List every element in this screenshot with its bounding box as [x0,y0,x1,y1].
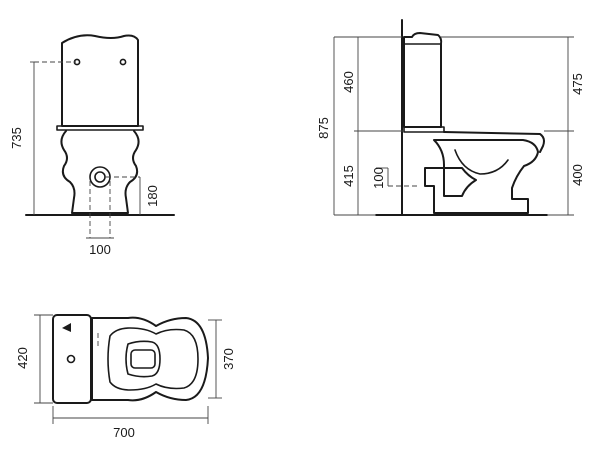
front-cistern [61,34,139,127]
top-bowl-width-label: 370 [221,348,236,370]
front-outlet-height-label: 180 [145,185,160,207]
front-outlet-inner [94,171,106,183]
top-bowl-inner [130,349,156,369]
flush-button-icon [62,323,71,332]
front-outlet-width-label: 100 [89,242,111,257]
side-outlet-label: 100 [371,167,386,189]
side-seat [443,131,545,153]
side-view: 875 460 415 100 475 400 [316,19,585,216]
side-cistern-base [403,126,445,133]
side-cistern-top-label: 475 [570,73,585,95]
side-seat-height-label: 415 [341,165,356,187]
front-pedestal [60,130,140,214]
front-seat-edge [56,125,144,131]
top-bowl-outer [91,316,209,402]
top-seat [107,327,199,391]
side-total-height-label: 875 [316,117,331,139]
side-bowl [424,139,539,214]
front-view: 735 180 100 [9,34,175,257]
top-cistern-depth-label: 420 [15,347,30,369]
front-height-label: 735 [9,127,24,149]
side-cistern [403,32,443,128]
side-cistern-height-label: 460 [341,71,356,93]
front-cistern-bolt-right [119,58,127,66]
top-bowl-opening [125,340,161,378]
top-cistern-hole [66,354,76,364]
top-length-label: 700 [113,425,135,440]
side-seat-right-label: 400 [570,164,585,186]
side-trap [454,149,509,175]
top-cistern [52,314,92,404]
top-view: 420 370 700 [15,314,236,440]
